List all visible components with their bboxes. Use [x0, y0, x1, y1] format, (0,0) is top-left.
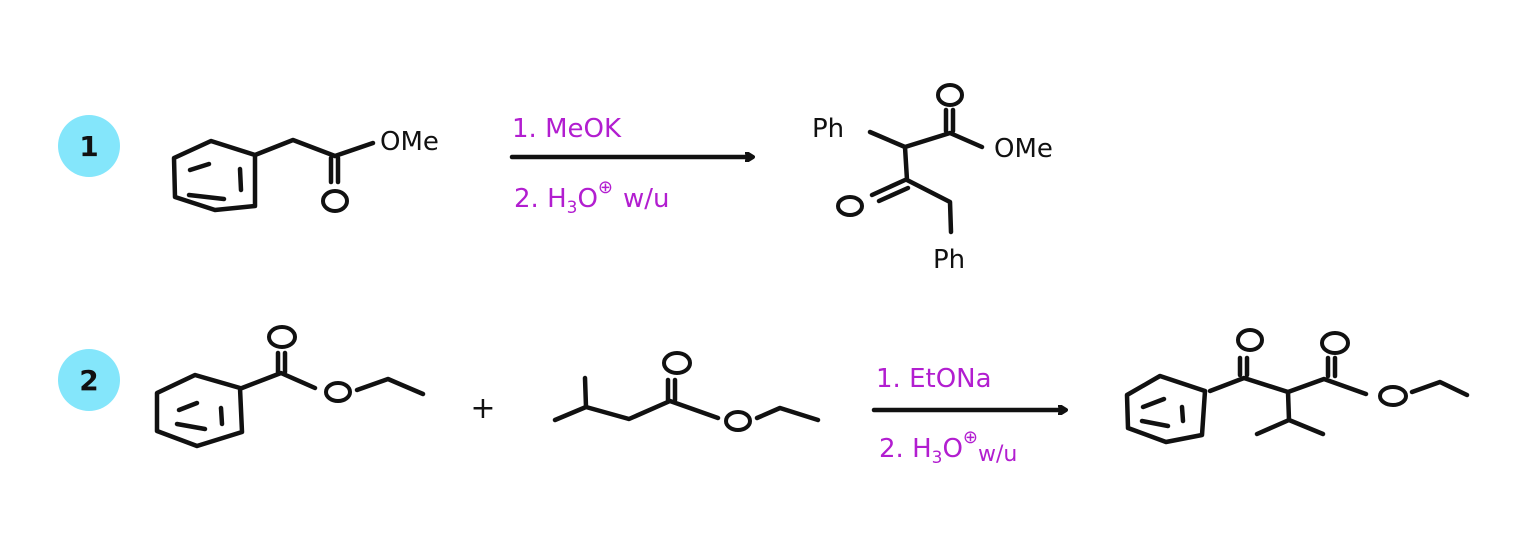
reaction-number-badge-2: 2: [58, 349, 120, 411]
ph-label-top: Ph: [812, 114, 844, 144]
isopropyl-group: [1254, 389, 1326, 437]
ethyl-bond: [354, 376, 426, 397]
reagent-step-1: 1. MeOK: [512, 114, 622, 144]
reactant-ethyl-isovalerate: [552, 351, 821, 432]
ketone-double-bond: [869, 177, 908, 198]
ph-ch-bond: [867, 129, 985, 150]
ome-label: OMe: [994, 134, 1053, 164]
ch-to-ketone-bond: [902, 144, 954, 235]
oxygen-atom: [836, 195, 864, 217]
plus-sign: +: [470, 391, 495, 426]
reactant-methyl-phenylacetate: OMe: [171, 127, 439, 213]
benzene-ring-icon: [154, 372, 245, 449]
reagent-step-2: 2. H3O⊕w/u: [514, 177, 670, 218]
positive-charge-icon: ⊕: [963, 427, 978, 448]
reaction-arrow-2: 1. EtONa 2. H3O⊕w/u: [871, 364, 1065, 468]
aromatic-double-bond: [237, 166, 244, 193]
aromatic-double-bond: [187, 161, 212, 173]
reaction-number: 2: [79, 364, 98, 397]
benzene-ring-icon: [1124, 373, 1208, 445]
isobutyl-chain: [552, 398, 721, 423]
oxygen-atom: [662, 351, 692, 375]
c-o-ester-bond: [332, 140, 376, 159]
oxygen-atom: [1320, 331, 1350, 355]
reaction-number: 1: [79, 130, 98, 163]
ch2-bond: [252, 137, 338, 159]
ethyl-bond: [754, 405, 821, 423]
reaction-number-badge-1: 1: [58, 115, 120, 177]
badge-circle-icon: [58, 349, 120, 411]
aryl-carbonyl-bond: [239, 370, 318, 391]
ph-label-bottom: Ph: [933, 245, 965, 275]
ome-label: OMe: [380, 127, 439, 157]
oxygen-atom: [936, 83, 964, 107]
reactant-ethyl-benzoate: [154, 325, 426, 449]
oxygen-atom: [1236, 328, 1264, 352]
oxygen-atom: [324, 381, 352, 403]
aromatic-double-bond: [1140, 396, 1167, 410]
reagent-step-2: 2. H3O⊕w/u: [879, 427, 1017, 468]
aromatic-double-bond: [174, 421, 208, 432]
ketone-double-bond: [876, 185, 911, 204]
product-2: [1124, 328, 1470, 445]
aromatic-double-bond: [176, 400, 200, 413]
oxygen-atom: [724, 410, 752, 432]
badge-circle-icon: [58, 115, 120, 177]
aromatic-double-bond: [1179, 404, 1186, 424]
oxygen-atom: [1378, 385, 1408, 407]
aromatic-double-bond: [218, 405, 225, 427]
aromatic-double-bond: [1139, 418, 1171, 429]
methyl-branch: [582, 375, 589, 410]
reaction-1: 1 OMe 1. MeOK 2. H3O⊕w/u Ph: [58, 83, 1053, 275]
aromatic-double-bond: [186, 192, 227, 202]
ethyl-bond: [1409, 379, 1470, 398]
oxygen-atom: [267, 325, 297, 349]
positive-charge-icon: ⊕: [598, 177, 613, 198]
reagent-step-1: 1. EtONa: [876, 364, 992, 394]
reaction-2: 2 + 1. EtONa: [58, 325, 1470, 468]
oxygen-atom: [321, 189, 349, 213]
reaction-arrow-1: 1. MeOK 2. H3O⊕w/u: [509, 114, 752, 218]
product-1: Ph OMe Ph: [812, 83, 1053, 275]
